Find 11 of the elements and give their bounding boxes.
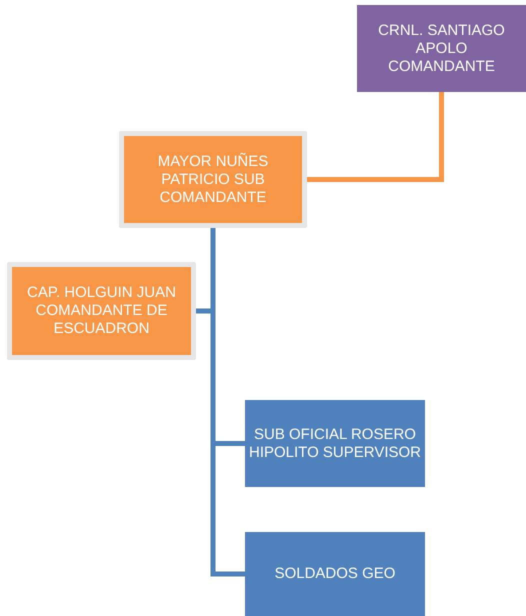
position-title: SOLDADOS GEO bbox=[274, 565, 396, 583]
position-title: CRNL. SANTIAGO APOLO COMANDANTE bbox=[377, 22, 506, 76]
position-box bbox=[357, 5, 526, 92]
position-box bbox=[245, 532, 425, 616]
position-box bbox=[245, 400, 425, 487]
position-box bbox=[7, 262, 196, 360]
connector-line bbox=[307, 92, 444, 182]
position-title: CAP. HOLGUIN JUAN COMANDANTE DE ESCUADRON bbox=[26, 284, 177, 338]
position-box bbox=[119, 131, 307, 228]
position-title: MAYOR NUÑES PATRICIO SUB COMANDANTE bbox=[156, 152, 270, 206]
position-title: SUB OFICIAL ROSERO HIPOLITO SUPERVISOR bbox=[249, 426, 421, 462]
